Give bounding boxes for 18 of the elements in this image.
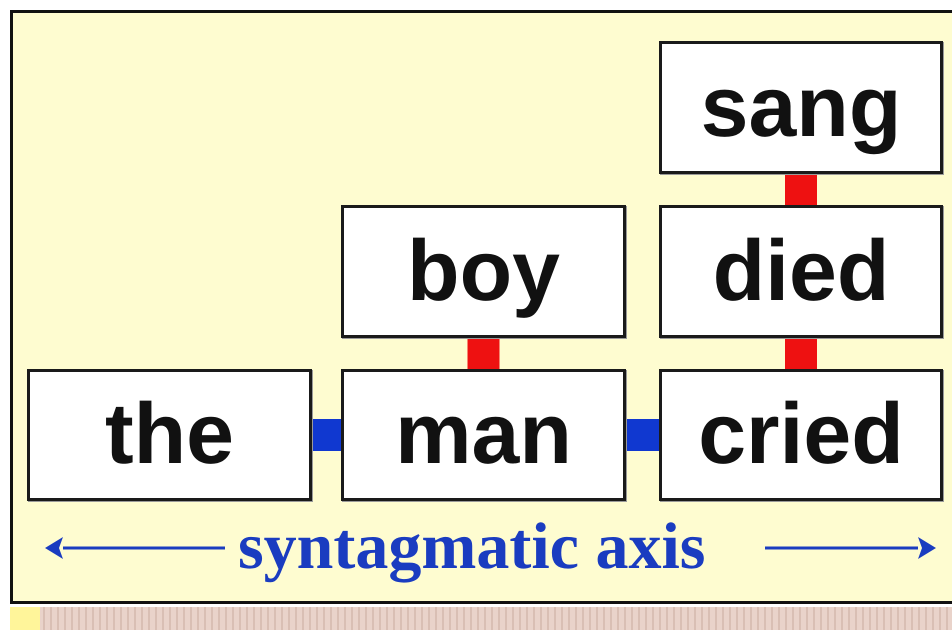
connector-bar [468,338,500,369]
word-box [341,205,626,338]
connector-bar [785,174,817,205]
word-text: cried [697,385,905,484]
word-text: man [394,385,573,484]
connector-bar [312,419,341,451]
connector-bar [785,338,817,369]
word-box [659,205,943,338]
word-text: boy [406,222,561,321]
connector-bar [626,419,659,451]
word-text: died [712,222,890,321]
word-box [341,369,626,501]
word-box [659,41,943,174]
word-text: sang [700,58,902,157]
word-text: the [104,385,235,484]
word-box [659,369,943,501]
word-box [27,369,312,501]
axis-label: syntagmatic axis [238,509,706,585]
